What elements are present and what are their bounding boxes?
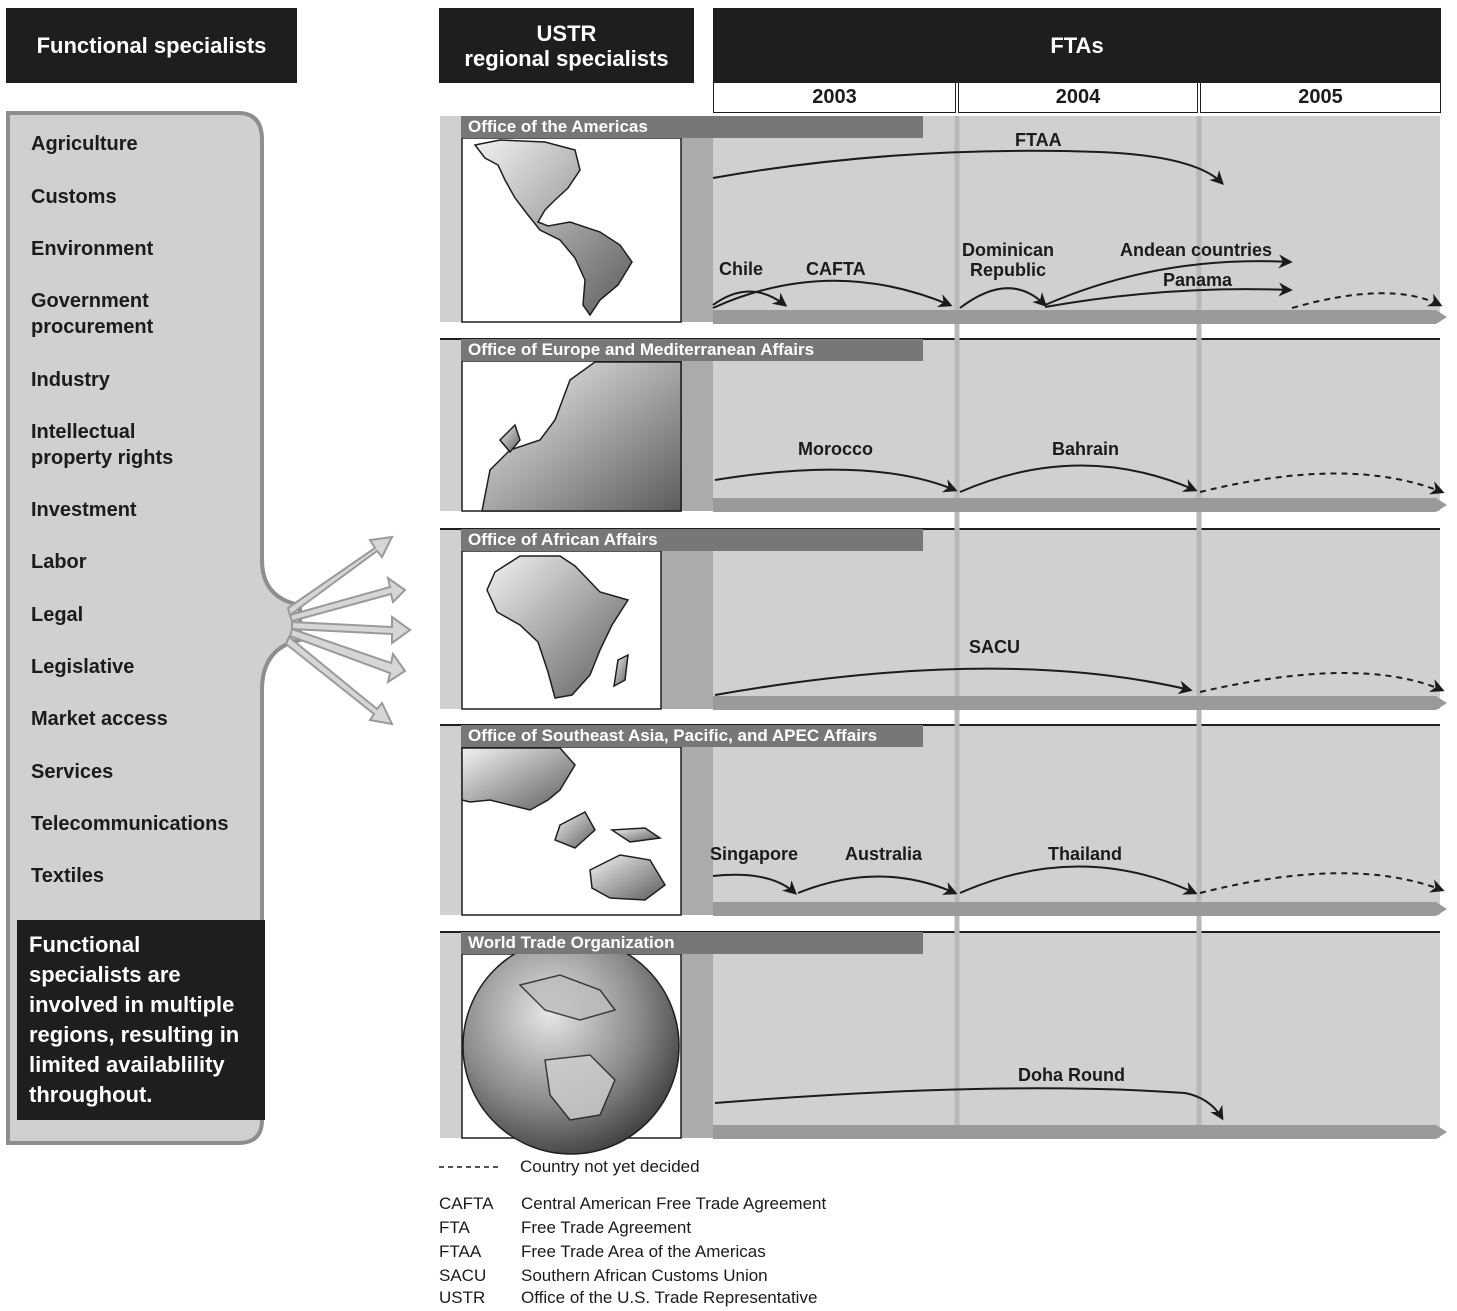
legend-row: USTR Office of the U.S. Trade Representat…	[439, 1286, 817, 1310]
specialist-legislative: Legislative	[31, 656, 135, 678]
timeline-bars	[713, 310, 1447, 1139]
legend-abbr: FTAA	[439, 1242, 482, 1261]
legend-text: Office of the U.S. Trade Representative	[521, 1288, 818, 1307]
fta-label-panama: Panama	[1163, 270, 1233, 290]
specialist-customs: Customs	[31, 186, 117, 208]
fta-label-australia: Australia	[845, 844, 923, 864]
legend-abbr: FTA	[439, 1218, 470, 1237]
office-africa-title: Office of African Affairs	[461, 529, 923, 551]
fan-arrows	[284, 535, 412, 726]
americas-map	[461, 137, 682, 323]
legend-abbr: CAFTA	[439, 1194, 494, 1213]
fta-label-sacu: SACU	[969, 637, 1021, 657]
specialist-investment: Investment	[31, 499, 137, 521]
legend-row: CAFTA Central American Free Trade Agreeme…	[439, 1192, 826, 1216]
fta-label-dominican-republic: Dominican Republic	[962, 240, 1055, 280]
fta-label-thailand: Thailand	[1048, 844, 1123, 864]
legend-abbr: USTR	[439, 1288, 486, 1307]
fta-label-singapore: Singapore	[710, 844, 799, 864]
specialist-industry: Industry	[31, 369, 110, 391]
functional-specialists-note: Functional specialists are involved in m…	[17, 920, 265, 1120]
office-asia-pacific-title: Office of Southeast Asia, Pacific, and A…	[461, 725, 923, 747]
specialist-textiles: Textiles	[31, 865, 104, 887]
globe	[461, 937, 682, 1155]
fta-label-chile: Chile	[719, 259, 764, 279]
fta-label-ftaa: FTAA	[1015, 130, 1062, 150]
fta-arrows	[712, 149, 1445, 1121]
legend-dashed-text: Country not yet decided	[520, 1157, 700, 1176]
ustr-regional-specialists-header: USTR regional specialists	[439, 8, 694, 83]
legend-row: FTAA Free Trade Area of the Americas	[439, 1240, 766, 1264]
fta-label-morocco: Morocco	[798, 439, 874, 459]
europe-map	[461, 360, 682, 512]
specialist-agriculture: Agriculture	[31, 133, 138, 155]
year-2003: 2003	[713, 83, 956, 113]
fta-label-doha-round: Doha Round	[1018, 1065, 1125, 1085]
office-europe-title: Office of Europe and Mediterranean Affai…	[461, 339, 923, 361]
year-2005: 2005	[1200, 83, 1441, 113]
legend-row: SACU Southern African Customs Union	[439, 1264, 768, 1288]
legend-text: Central American Free Trade Agreement	[521, 1194, 827, 1213]
legend-text: Southern African Customs Union	[521, 1266, 768, 1285]
year-2004: 2004	[958, 83, 1198, 113]
ftas-header: FTAs	[713, 8, 1441, 83]
specialist-government-procurement: Government procurement	[31, 290, 154, 338]
fta-label-cafta: CAFTA	[806, 259, 866, 279]
fta-label-andean-countries: Andean countries	[1120, 240, 1273, 260]
specialist-telecommunications: Telecommunications	[31, 813, 229, 835]
specialist-environment: Environment	[31, 238, 154, 260]
legend-text: Free Trade Area of the Americas	[521, 1242, 766, 1261]
africa-map	[461, 550, 662, 710]
specialist-labor: Labor	[31, 551, 87, 573]
fta-label-bahrain: Bahrain	[1052, 439, 1120, 459]
specialist-legal: Legal	[31, 604, 84, 626]
legend-abbr: SACU	[439, 1266, 487, 1285]
asia-pacific-map	[461, 746, 682, 916]
specialist-market-access: Market access	[31, 708, 168, 730]
legend-row: FTA Free Trade Agreement	[439, 1216, 691, 1240]
office-wto-title: World Trade Organization	[461, 932, 923, 954]
specialist-intellectual-property-rights: Intellectual property rights	[31, 421, 174, 469]
legend-text: Free Trade Agreement	[521, 1218, 692, 1237]
functional-specialists-header: Functional specialists	[6, 8, 297, 83]
office-americas-title: Office of the Americas	[461, 116, 923, 138]
specialist-services: Services	[31, 761, 114, 783]
